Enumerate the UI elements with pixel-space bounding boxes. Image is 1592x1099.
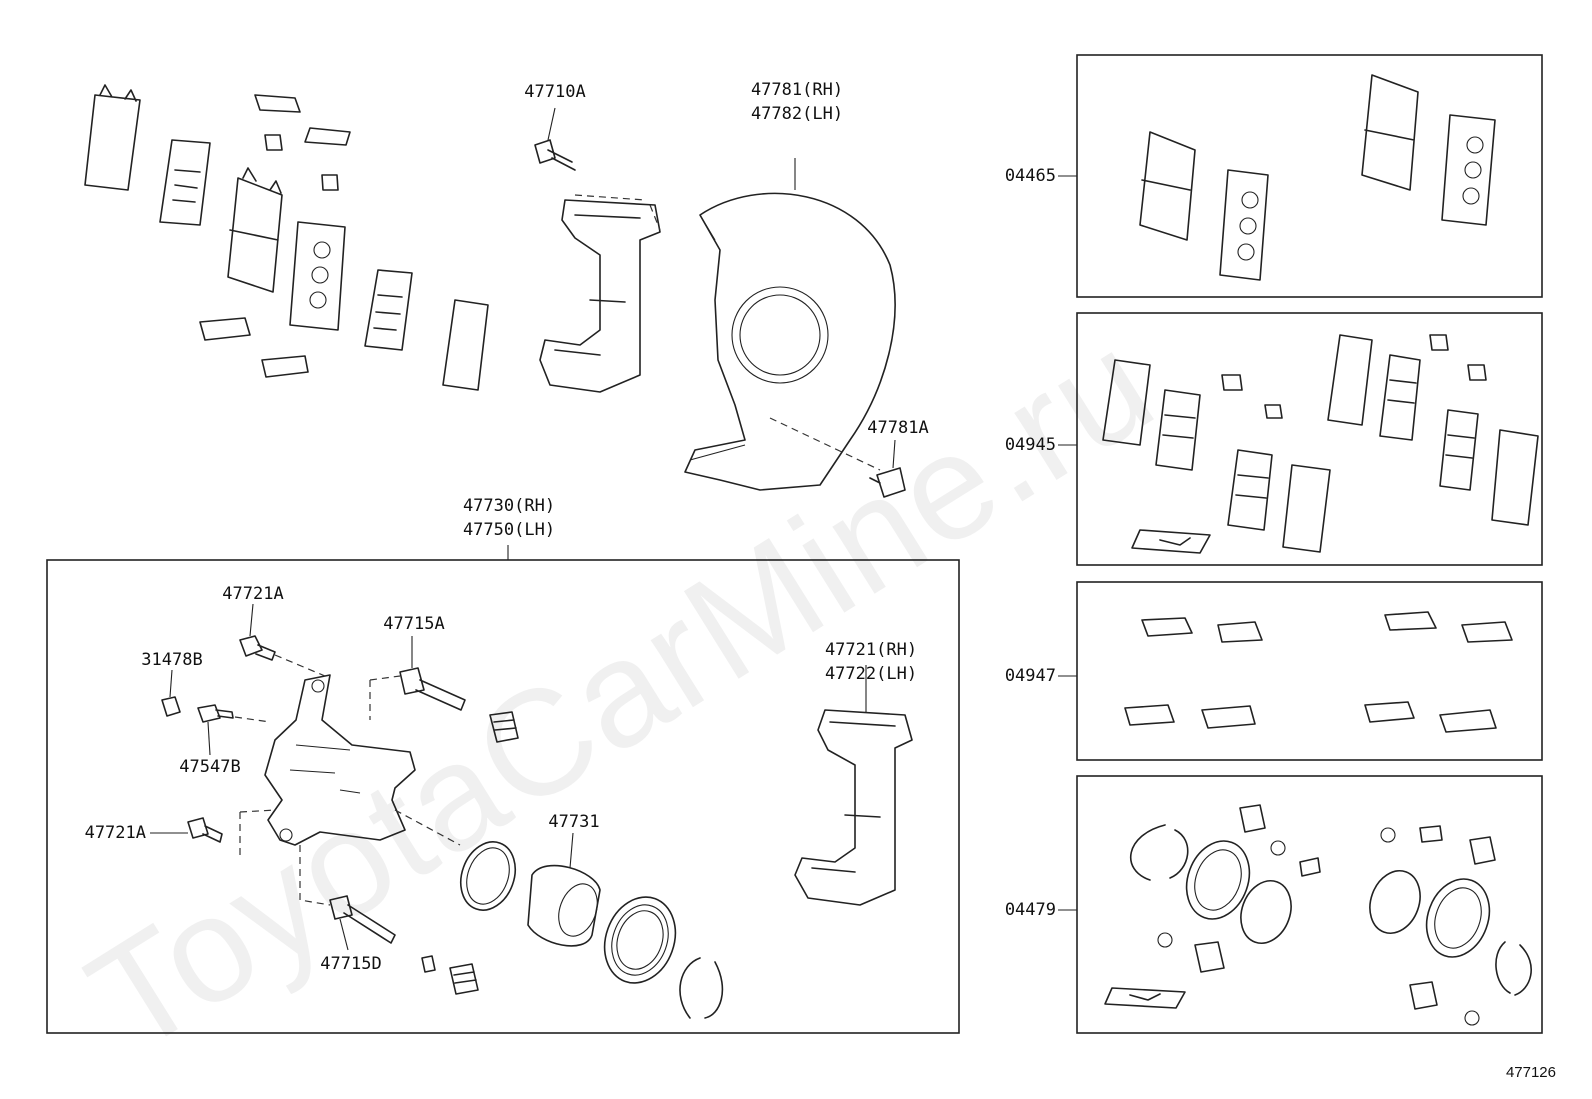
disc-dust-cover bbox=[684, 158, 896, 491]
boot-ring bbox=[679, 957, 724, 1019]
boot-47715a bbox=[489, 711, 519, 743]
kit-04479-seals bbox=[1058, 804, 1532, 1026]
callout-47731: 47731 bbox=[548, 812, 600, 832]
caliper-body bbox=[264, 674, 416, 846]
kit-04465-pads bbox=[1058, 74, 1496, 281]
callout-47722-lh: 47722(LH) bbox=[824, 664, 918, 684]
callout-47721a-left: 47721A bbox=[84, 823, 146, 843]
boot-47715d bbox=[421, 955, 479, 995]
callout-kit-04947: 04947 bbox=[1004, 666, 1056, 686]
callout-47715a: 47715A bbox=[383, 614, 445, 634]
guide-pin-47715a bbox=[369, 636, 466, 720]
kit-04465-frame bbox=[1076, 54, 1543, 298]
kit-04945-shims bbox=[1058, 334, 1539, 554]
bolt-47710a bbox=[534, 107, 576, 171]
bolt-47781a bbox=[869, 439, 906, 498]
kit-04947-frame bbox=[1076, 581, 1543, 761]
callout-47721-rh: 47721(RH) bbox=[824, 640, 918, 660]
caliper-mounting-bracket bbox=[539, 194, 661, 393]
callout-47715d: 47715D bbox=[320, 954, 382, 974]
guide-pin-47715d bbox=[299, 845, 396, 951]
piston-boot bbox=[603, 896, 677, 984]
bleeder-47547b bbox=[197, 704, 271, 756]
bolt-47721a-left bbox=[150, 809, 277, 855]
figure-number: 477126 bbox=[1505, 1064, 1556, 1081]
callout-47710a: 47710A bbox=[524, 82, 586, 102]
pad-stack-upper-left bbox=[84, 84, 489, 391]
kit-04945-frame bbox=[1076, 312, 1543, 566]
callout-47781a: 47781A bbox=[867, 418, 929, 438]
callout-kit-04479: 04479 bbox=[1004, 900, 1056, 920]
callout-47730-rh: 47730(RH) bbox=[462, 496, 556, 516]
callout-47547b: 47547B bbox=[179, 757, 241, 777]
callout-31478b: 31478B bbox=[141, 650, 203, 670]
callout-47750-lh: 47750(LH) bbox=[462, 520, 556, 540]
callout-47781-rh: 47781(RH) bbox=[750, 80, 844, 100]
piston-seal bbox=[394, 809, 517, 911]
kit-04479-frame bbox=[1076, 775, 1543, 1034]
callout-47721a-top: 47721A bbox=[222, 584, 284, 604]
caliper-assembly-frame bbox=[46, 559, 960, 1034]
bolt-47721a-top bbox=[239, 603, 326, 677]
bracket-47721 bbox=[794, 665, 913, 906]
piston-47731 bbox=[527, 832, 601, 947]
callout-kit-04465: 04465 bbox=[1004, 166, 1056, 186]
callout-47782-lh: 47782(LH) bbox=[750, 104, 844, 124]
kit-04947-clips bbox=[1058, 611, 1513, 733]
callout-kit-04945: 04945 bbox=[1004, 435, 1056, 455]
cap-31478b bbox=[161, 669, 181, 717]
